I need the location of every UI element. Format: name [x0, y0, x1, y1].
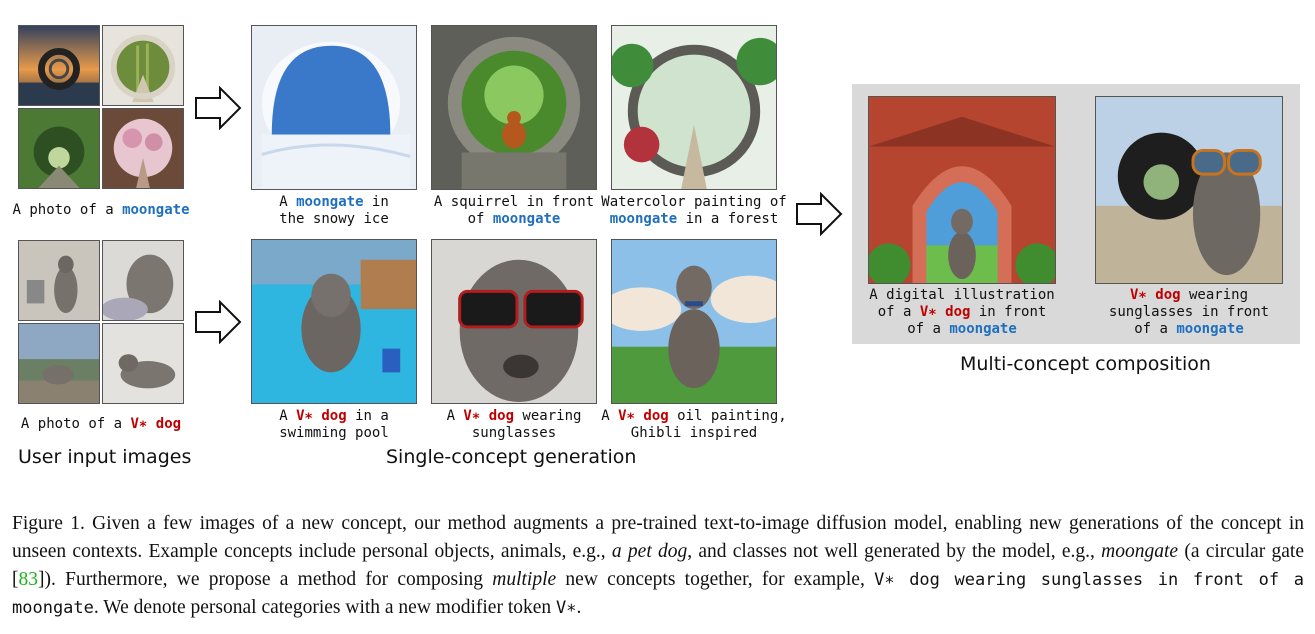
prompt-dog-3: A V∗ dog oil painting, Ghibli inspired — [596, 408, 792, 442]
input-dog-4 — [102, 323, 184, 404]
user-moongate-label: A photo of a moongate — [0, 202, 202, 219]
token-word: V∗ dog — [463, 408, 514, 424]
prompt-line: A moongate in — [236, 194, 432, 211]
prompt-line: V∗ dog wearing — [1079, 287, 1299, 304]
prompt-line: of a V∗ dog in front — [852, 304, 1072, 321]
user-dog-label: A photo of a V∗ dog — [0, 416, 202, 433]
caption-text: . We denote personal categories with a n… — [93, 597, 557, 618]
prompt-line: A V∗ dog wearing — [416, 408, 612, 425]
prompt-text: of a — [877, 304, 920, 320]
prompt-text: A — [279, 408, 297, 424]
concept-word: moongate — [296, 194, 364, 210]
user-dog-prefix: A photo of a — [20, 416, 131, 432]
caption-text: . — [576, 597, 582, 618]
input-dog-2 — [102, 240, 184, 321]
caption-emphasis: a pet dog — [611, 541, 688, 562]
caption-code: V∗ dog wearing sunglasses in front of a … — [12, 570, 1304, 618]
prompt-text: wearing — [514, 408, 582, 424]
caption-text: Figure 1. Given a few images of a new co… — [12, 513, 1304, 562]
prompt-text: A — [446, 408, 464, 424]
input-moongate-2 — [102, 25, 184, 106]
prompt-line: moongate in a forest — [596, 211, 792, 228]
prompt-line: Watercolor painting of — [601, 194, 787, 210]
prompt-text: in a forest — [677, 211, 779, 227]
prompt-moongate-3: Watercolor painting of moongate in a for… — [596, 194, 792, 228]
prompt-line: Ghibli inspired — [630, 425, 758, 441]
concept-word: moongate — [1176, 321, 1244, 337]
section-multi-concept: Multi-concept composition — [960, 353, 1211, 375]
arrow-right-icon — [796, 192, 843, 236]
input-moongate-4 — [102, 108, 184, 189]
token-word: V∗ dog — [1129, 287, 1181, 303]
prompt-text: of — [467, 211, 493, 227]
token-word: V∗ dog — [919, 304, 971, 320]
prompt-text: of a — [907, 321, 950, 337]
gen-dog-sunglasses — [431, 239, 597, 404]
prompt-text: A — [601, 408, 619, 424]
caption-text: new concepts together, for example, — [556, 569, 875, 590]
figure-caption: Figure 1. Given a few images of a new co… — [12, 510, 1304, 622]
caption-emphasis: multiple — [492, 569, 557, 590]
prompt-dog-2: A V∗ dog wearing sunglasses — [416, 408, 612, 442]
token-word: V∗ dog — [296, 408, 347, 424]
prompt-moongate-2: A squirrel in front of moongate — [416, 194, 612, 228]
input-moongate-3 — [18, 108, 100, 189]
caption-code: V∗ — [556, 598, 577, 618]
caption-text: (a circular gate [ — [12, 541, 1304, 590]
concept-word: moongate — [949, 321, 1017, 337]
concept-word: moongate — [609, 211, 678, 227]
token-word: V∗ dog — [618, 408, 669, 424]
prompt-text: in front — [970, 304, 1047, 320]
prompt-multi-1: A digital illustration of a V∗ dog in fr… — [852, 287, 1072, 338]
prompt-dog-1: A V∗ dog in a swimming pool — [236, 408, 432, 442]
prompt-text: oil painting, — [668, 408, 787, 424]
section-single-concept: Single-concept generation — [386, 446, 637, 468]
section-user-input: User input images — [18, 446, 192, 468]
prompt-text: wearing — [1180, 287, 1248, 303]
caption-text: ]). Furthermore, we propose a method for… — [38, 569, 493, 590]
prompt-line: of a moongate — [852, 321, 1072, 338]
arrow-right-icon — [195, 300, 242, 344]
prompt-multi-2: V∗ dog wearing sunglasses in front of a … — [1079, 287, 1299, 338]
prompt-text: in a — [346, 408, 389, 424]
gen-moongate-snow — [251, 25, 417, 190]
gen-multi-sunglasses — [1095, 96, 1283, 284]
gen-moongate-squirrel — [431, 25, 597, 190]
prompt-line: of moongate — [416, 211, 612, 228]
gen-moongate-watercolor — [611, 25, 777, 190]
prompt-text: A — [279, 194, 297, 210]
prompt-line: sunglasses in front — [1108, 304, 1270, 320]
gen-dog-ghibli — [611, 239, 777, 404]
prompt-line: A squirrel in front — [433, 194, 595, 210]
caption-emphasis: moongate — [1101, 541, 1179, 562]
user-dog-token: V∗ dog — [130, 416, 182, 432]
caption-text: , and classes not well generated by the … — [687, 541, 1102, 562]
user-moongate-prefix: A photo of a — [12, 202, 123, 218]
prompt-line: A V∗ dog in a — [236, 408, 432, 425]
prompt-text: in — [363, 194, 389, 210]
user-moongate-concept: moongate — [122, 202, 190, 218]
input-moongate-1 — [18, 25, 100, 106]
prompt-line: A V∗ dog oil painting, — [596, 408, 792, 425]
prompt-line: swimming pool — [279, 425, 389, 441]
concept-word: moongate — [492, 211, 561, 227]
gen-multi-illustration — [868, 96, 1056, 284]
input-dog-1 — [18, 240, 100, 321]
prompt-line: sunglasses — [471, 425, 557, 441]
prompt-line: the snowy ice — [279, 211, 389, 227]
prompt-line: A digital illustration — [869, 287, 1055, 303]
prompt-text: of a — [1134, 321, 1177, 337]
prompt-line: of a moongate — [1079, 321, 1299, 338]
input-dog-3 — [18, 323, 100, 404]
arrow-right-icon — [195, 86, 242, 130]
prompt-moongate-1: A moongate in the snowy ice — [236, 194, 432, 228]
citation-link[interactable]: 83 — [18, 569, 39, 590]
gen-dog-pool — [251, 239, 417, 404]
